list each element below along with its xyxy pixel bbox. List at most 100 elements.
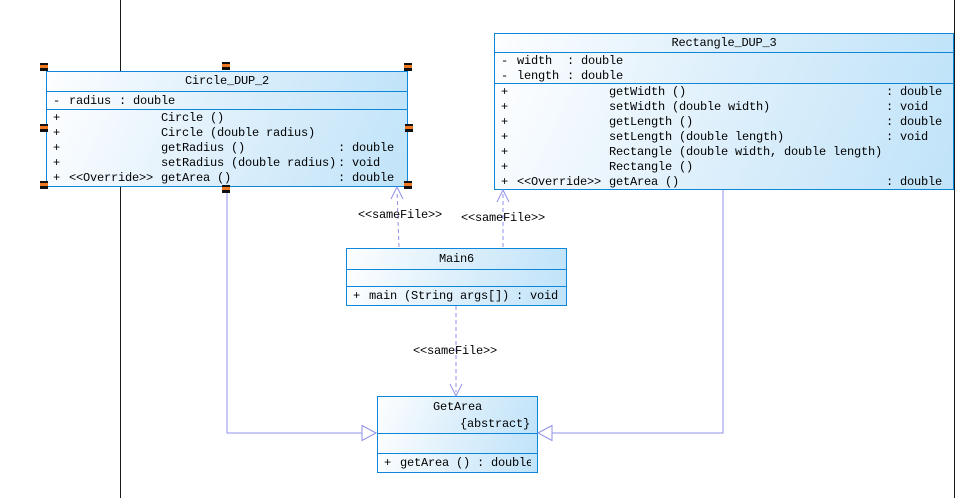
class-rectangle-operations: + getWidth () : double + setWidth (double wi… xyxy=(495,83,953,189)
member-row: -width : double xyxy=(495,53,953,68)
member-row: + main (String args[]) : void xyxy=(347,287,566,305)
resize-handle-bottom-left[interactable] xyxy=(40,181,48,189)
member-cell: : void xyxy=(886,129,929,144)
member-cell: + xyxy=(501,129,509,144)
class-rectangle-title: Rectangle_DUP_3 xyxy=(495,34,953,52)
member-cell: + xyxy=(501,99,509,114)
member-row: +Circle () xyxy=(47,110,407,125)
member-cell: + xyxy=(53,171,61,186)
member-cell: Circle (double radius) xyxy=(161,125,316,140)
page-boundary-line-right xyxy=(954,0,955,498)
member-cell: - xyxy=(501,53,509,68)
page-boundary-line-left xyxy=(120,0,121,498)
member-cell: : double xyxy=(567,53,624,68)
class-getarea-attributes xyxy=(378,433,537,453)
member-row: + Rectangle (double width, double length) xyxy=(495,144,953,159)
member-cell: setRadius (double radius) xyxy=(161,156,337,171)
member-cell: + xyxy=(53,110,61,125)
member-cell: + xyxy=(53,141,61,155)
member-cell: + xyxy=(53,156,61,171)
dependency-main6-to-rectangle[interactable] xyxy=(496,188,510,247)
member-cell: width xyxy=(517,53,553,68)
member-cell: Rectangle (double width, double length) xyxy=(609,144,883,159)
hollow-triangle-icon xyxy=(536,424,553,442)
resize-handle-bottom-middle[interactable] xyxy=(222,185,230,193)
class-main6-operations: + main (String args[]) : void xyxy=(347,286,566,305)
member-cell: : double xyxy=(886,114,943,129)
member-cell: - xyxy=(501,68,509,83)
member-cell: <<Override>> xyxy=(517,174,602,189)
member-row: +<<Override>>getArea (): double xyxy=(495,174,953,189)
member-cell: : double xyxy=(119,93,176,108)
class-main6-title: Main6 xyxy=(347,249,566,269)
resize-handle-bottom-right[interactable] xyxy=(404,181,412,189)
member-cell: Rectangle () xyxy=(609,159,694,174)
member-cell: length xyxy=(517,68,560,83)
class-rectangle-dup-3[interactable]: Rectangle_DUP_3 -width: double-length: d… xyxy=(494,33,954,190)
member-cell: getArea () xyxy=(161,171,232,186)
member-cell: + xyxy=(501,84,509,99)
member-cell: : double xyxy=(477,456,531,470)
resize-handle-top-middle[interactable] xyxy=(222,62,230,70)
class-main6-attributes xyxy=(347,269,566,286)
class-getarea-name: GetArea xyxy=(432,400,482,414)
member-cell: getArea () xyxy=(609,174,680,189)
member-cell: : double xyxy=(886,174,943,189)
samefile-label-getarea[interactable]: <<sameFile>> xyxy=(412,344,498,358)
member-row: + setWidth (double width) : void xyxy=(495,99,953,114)
class-circle-dup-2[interactable]: Circle_DUP_2 -radius: double +Circle ()+… xyxy=(46,71,408,187)
dependency-main6-to-getarea[interactable] xyxy=(449,306,463,398)
member-cell: + xyxy=(353,289,361,303)
member-row: + <<Override>> getArea () : double xyxy=(47,171,407,186)
resize-handle-top-right[interactable] xyxy=(404,63,412,71)
member-cell: getRadius () xyxy=(161,141,246,155)
samefile-label-rectangle[interactable]: <<sameFile>> xyxy=(460,211,546,225)
member-row: + setLength (double length) : void xyxy=(495,129,953,144)
member-cell: : void xyxy=(886,99,929,114)
class-circle-title: Circle_DUP_2 xyxy=(47,72,407,91)
member-cell: getArea () xyxy=(400,456,471,470)
resize-handle-middle-right[interactable] xyxy=(405,124,413,132)
member-cell: + xyxy=(501,159,509,174)
member-row: + setRadius (double radius): void xyxy=(47,156,407,171)
member-cell: : double xyxy=(338,141,395,155)
member-cell: setLength (double length) xyxy=(609,129,785,144)
member-cell: setWidth (double width) xyxy=(609,99,771,114)
class-getarea[interactable]: GetArea {abstract} + getArea () : double xyxy=(377,396,538,473)
member-cell: getWidth () xyxy=(609,84,687,99)
member-row: +Circle (double radius) xyxy=(47,125,407,140)
open-arrowhead-icon xyxy=(390,185,404,200)
dependency-main6-to-circle[interactable] xyxy=(390,185,404,248)
member-row: -length: double xyxy=(495,68,953,83)
member-cell: : void xyxy=(338,156,381,171)
class-getarea-title: GetArea {abstract} xyxy=(378,397,537,433)
member-cell: : double xyxy=(886,84,943,99)
resize-handle-top-left[interactable] xyxy=(40,63,48,71)
member-row: + getRadius () : double xyxy=(47,140,407,155)
member-cell: + xyxy=(501,144,509,159)
hollow-triangle-icon xyxy=(361,424,378,442)
class-rectangle-attributes: -width : double-length: double xyxy=(495,52,953,83)
class-getarea-operations: + getArea () : double xyxy=(378,453,537,472)
member-cell: main (String args[]) xyxy=(369,289,510,303)
member-cell: : void xyxy=(516,289,559,303)
member-cell: : double xyxy=(338,171,395,186)
member-cell: getLength () xyxy=(609,114,694,129)
samefile-label-circle[interactable]: <<sameFile>> xyxy=(357,208,443,222)
generalization-circle-to-getarea[interactable] xyxy=(226,187,378,442)
generalization-rectangle-to-getarea[interactable] xyxy=(536,190,724,442)
member-row: + Rectangle () xyxy=(495,159,953,174)
class-circle-operations: +Circle ()+Circle (double radius)+getRad… xyxy=(47,109,407,186)
member-row: + getLength () : double xyxy=(495,114,953,129)
member-cell: + xyxy=(384,456,392,470)
resize-handle-middle-left[interactable] xyxy=(40,124,48,132)
member-cell: <<Override>> xyxy=(69,171,154,186)
member-cell: - xyxy=(53,93,61,108)
class-circle-attributes: -radius: double xyxy=(47,91,407,109)
class-main6[interactable]: Main6 + main (String args[]) : void xyxy=(346,248,567,306)
member-cell: + xyxy=(501,114,509,129)
open-arrowhead-icon xyxy=(496,188,510,203)
member-row: + getWidth () : double xyxy=(495,84,953,99)
